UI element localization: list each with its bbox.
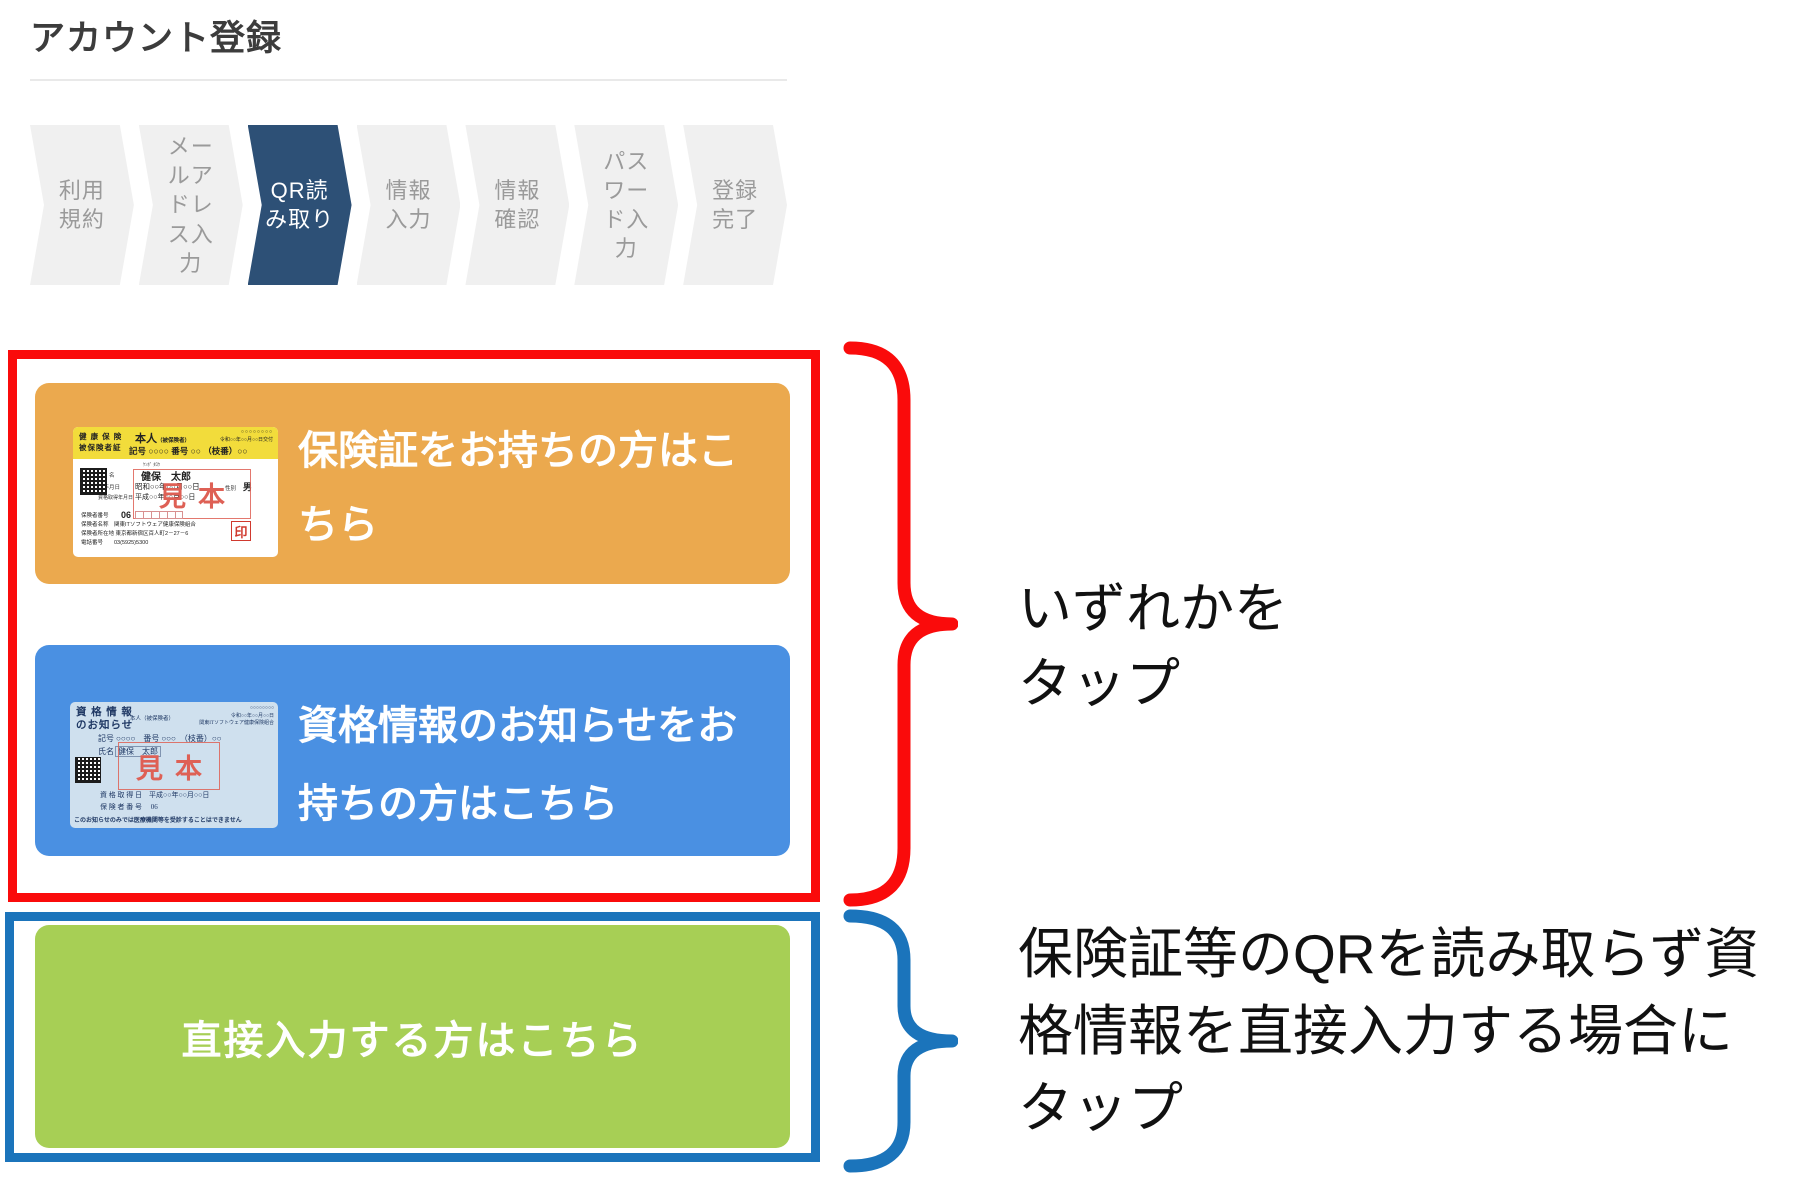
insurance-card-sex-label: 性別	[225, 486, 237, 492]
step-info-confirm: 情報 確認	[465, 125, 569, 285]
tap-either-annotation: いずれかを タップ	[1018, 579, 1288, 714]
eligibility-notice-image: 資 格 情 報 のお知らせ 本人（被保険者） ○○○○○○○○ 令和○○年○○月…	[70, 702, 278, 828]
step-label: 情報 確認	[494, 177, 541, 232]
step-label: 登録 完了	[712, 177, 759, 232]
step-qr-scan-current: QR読 み取り	[248, 125, 352, 285]
step-password-input: パス ワー ド入 力	[574, 125, 678, 285]
blue-highlight-rectangle	[5, 912, 820, 1162]
title-divider	[30, 79, 787, 81]
red-brace-icon	[843, 341, 958, 907]
insurance-card-honnin: 本人（被保険者）	[135, 433, 191, 445]
step-complete: 登録 完了	[683, 125, 787, 285]
insurance-card-birth: 昭和○○年○○月○○日	[135, 482, 200, 491]
insurance-card-issue-date: 令和○○年○○月○○日交付	[219, 437, 273, 443]
insurance-card-acquired: 平成○○年○○月○○日	[135, 494, 196, 501]
insurance-card-symbol-number: 記号 ○○○○ 番号 ○○ （枝番）○○	[129, 446, 248, 456]
insurance-card-insurer-info: 保険者番号 保険者名称 関東ITソフトウェア健康保険組合 保険者所在地 東京都新…	[81, 513, 196, 546]
eligibility-notice-name-row: 氏名 健保 太郎	[98, 746, 161, 757]
page-title: アカウント登録	[30, 19, 283, 58]
direct-input-annotation: 保険証等のQRを読み取らず資 格情報を直接入力する場合に タップ	[1018, 923, 1760, 1139]
qr-code-icon	[80, 468, 107, 495]
qr-code-icon	[75, 757, 101, 783]
insurance-card-type: 健 康 保 険 被保険者証	[79, 432, 123, 452]
insurance-card-furigana: ｹﾝﾎﾟ ﾀﾛｳ	[143, 462, 160, 467]
progress-stepper: 利用 規約 メー ルア ドレ ス入 力 QR読 み取り 情報 入力 情報 確認 …	[30, 125, 787, 285]
eligibility-notice-holder-button[interactable]: 資 格 情 報 のお知らせ 本人（被保険者） ○○○○○○○○ 令和○○年○○月…	[35, 645, 790, 856]
insurance-card-holder-button[interactable]: 健 康 保 険 被保険者証 本人（被保険者） ○○○○○○○○ 令和○○年○○月…	[35, 383, 790, 584]
step-email-input: メー ルア ドレ ス入 力	[139, 125, 243, 285]
insurer-number-boxes	[135, 511, 183, 519]
insurance-card-sex: 男	[243, 482, 253, 492]
insurance-card-birth-label: 生年月日	[98, 485, 121, 491]
step-label: パス ワー ド入 力	[603, 148, 650, 262]
step-label: QR読 み取り	[265, 177, 335, 232]
step-label: 利用 規約	[58, 177, 105, 232]
eligibility-notice-acquired: 資 格 取 得 日 平成○○年○○月○○日	[100, 791, 210, 799]
insurance-card-serial: ○○○○○○○○	[240, 429, 273, 435]
direct-input-button[interactable]: 直接入力する方はこちら	[35, 925, 790, 1148]
eligibility-notice-title: 資 格 情 報 のお知らせ	[76, 707, 134, 732]
specimen-stamp: 見本	[136, 753, 214, 784]
specimen-stamp-box: 見本	[133, 469, 251, 519]
health-insurance-card-image: 健 康 保 険 被保険者証 本人（被保険者） ○○○○○○○○ 令和○○年○○月…	[73, 427, 278, 557]
eligibility-notice-symbol-number: 記号 ○○○○ 番号 ○○○ （枝番）○○	[98, 734, 222, 743]
step-label: メー ルア ドレ ス入 力	[167, 134, 214, 276]
eligibility-notice-insurer-number: 保 険 者 番 号 06	[100, 803, 158, 811]
specimen-stamp-box: 見本	[118, 742, 220, 790]
red-highlight-rectangle	[8, 350, 820, 902]
insurance-card-acquired-label: 資格取得年月日	[98, 495, 134, 501]
insurance-card-name: 健保 太郎	[141, 472, 191, 483]
insurance-card-name-label: 氏 名	[98, 473, 117, 479]
eligibility-notice-footnote: このお知らせのみでは医療機関等を受診することはできません	[74, 818, 242, 824]
eligibility-notice-honnin: 本人（被保険者）	[130, 716, 175, 722]
blue-brace-icon	[843, 909, 958, 1173]
direct-input-button-label: 直接入力する方はこちら	[181, 1018, 644, 1063]
eligibility-button-label: 資格情報のお知らせをお 持ちの方はこちら	[298, 704, 738, 826]
step-label: 情報 入力	[385, 177, 432, 232]
specimen-stamp: 見本	[159, 481, 237, 512]
insurer-number: 06	[121, 510, 132, 520]
insurance-card-yellow-band	[73, 427, 278, 459]
insurance-button-label: 保険証をお持ちの方はこ ちら	[298, 429, 738, 547]
eligibility-notice-header-right: ○○○○○○○○ 令和○○年○○月○○日 関東ITソフトウェア健康保険組合	[199, 706, 274, 726]
red-seal-icon: 印	[231, 521, 251, 541]
step-terms: 利用 規約	[30, 125, 134, 285]
step-info-input: 情報 入力	[357, 125, 461, 285]
